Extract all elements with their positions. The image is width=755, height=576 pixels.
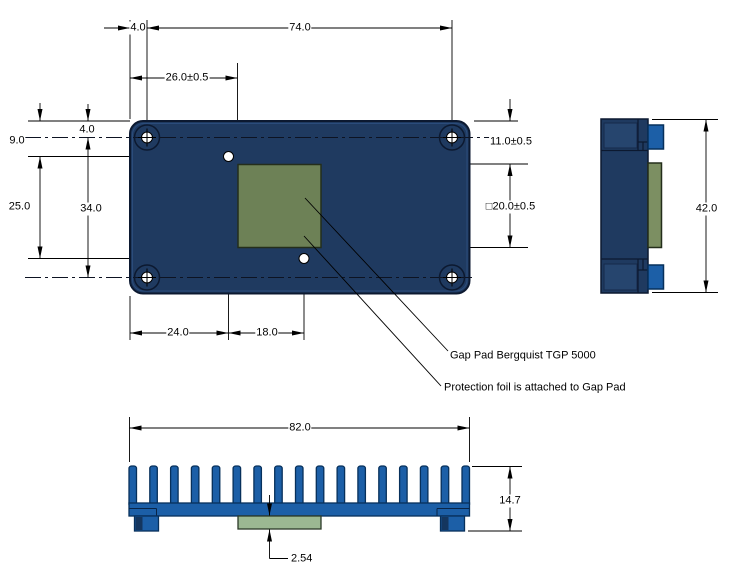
heatsink-fin	[336, 465, 346, 508]
side-top-foot-tab	[647, 124, 665, 150]
heatsink-fin	[190, 465, 200, 508]
dim-edge-to-hole-left: 4.0	[78, 123, 96, 137]
side-top-flange-panel	[603, 122, 638, 149]
label-protection-foil: Protection foil is attached to Gap Pad	[444, 381, 626, 393]
side-bottom-flange-panel	[603, 263, 638, 291]
dim-plate-height: 42.0	[694, 202, 719, 215]
plate-edge-highlight	[132, 123, 468, 292]
heatsink-fin	[149, 465, 158, 508]
heatsink-fin	[211, 465, 221, 508]
mounting-holes	[133, 124, 466, 291]
dim-hole-span-width: 74.0	[288, 21, 312, 35]
dim-pad-thickness: 2.54	[291, 552, 313, 565]
side-view	[600, 118, 718, 294]
heatsink-extension-lines	[129, 417, 522, 532]
heatsink-fin	[378, 465, 387, 508]
gap-pad-top-view	[237, 163, 322, 249]
dim-overall-width: 82.0	[288, 421, 312, 435]
top-view	[25, 20, 528, 387]
heatsink-fin	[232, 465, 242, 508]
dim-overall-thickness: 14.7	[498, 494, 522, 507]
gap-pad-side-view	[647, 162, 663, 249]
heatsink-fin	[398, 465, 408, 508]
heatsink-fins	[128, 465, 471, 508]
side-bottom-foot-tab	[647, 264, 665, 290]
dim-pad-square: □20.0±0.5	[484, 200, 537, 213]
dim-hole-span-height: 34.0	[79, 202, 103, 216]
counterbore-circles	[133, 124, 466, 291]
heatsink-fin	[461, 465, 471, 508]
leader-lines	[303, 197, 449, 387]
dim-pinhole-span-v: 25.0	[7, 200, 32, 214]
base-step-lines	[129, 508, 470, 516]
heatsink-fin	[357, 465, 367, 508]
dim-pinhole-span-h: 18.0	[255, 326, 279, 340]
heatsink-fin	[419, 465, 429, 508]
heatsink-fin	[253, 465, 263, 508]
dim-edge-to-pad-top: 11.0±0.5	[489, 135, 533, 148]
right-foot-shading	[441, 517, 449, 530]
heatsink-fin	[440, 465, 450, 508]
heatsink-fin	[315, 465, 325, 508]
side-view-detail-lines	[601, 119, 648, 293]
heatsink-fin	[169, 465, 179, 508]
heatsink-fin	[294, 465, 304, 508]
heatsink-base	[128, 502, 471, 517]
dim-edge-to-pinhole1: 24.0	[166, 326, 190, 340]
heatsink-fin	[274, 465, 283, 508]
label-gap-pad: Gap Pad Bergquist TGP 5000	[450, 349, 596, 362]
dim-edge-to-hole-top: 4.0	[129, 21, 147, 35]
dim-edge-to-pinhole-v: 9.0	[8, 134, 26, 147]
left-foot-shading	[135, 517, 143, 530]
heatsink-fin	[128, 465, 138, 508]
hole-crosshairs	[138, 128, 461, 287]
heatsink-profile-view	[128, 417, 522, 559]
gap-pad-profile-view	[237, 515, 322, 530]
hole-centerlines	[25, 137, 490, 278]
dim-edge-to-pad: 26.0±0.5	[164, 71, 210, 85]
pin-holes	[223, 151, 310, 264]
